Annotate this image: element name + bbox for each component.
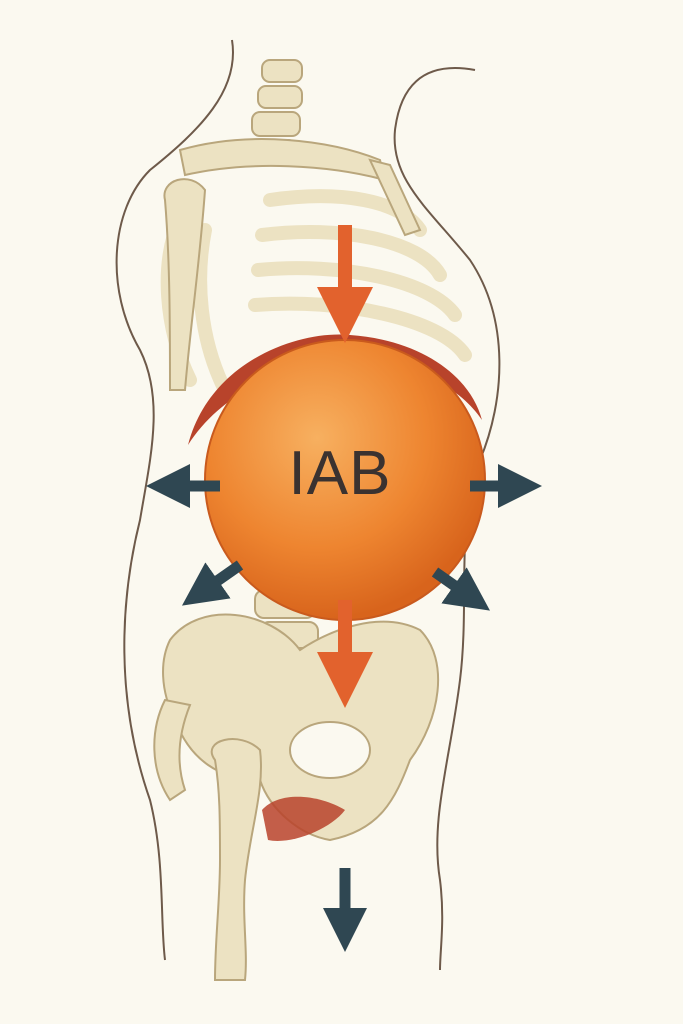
arrow-down-right-icon	[431, 567, 491, 611]
arrow-down-left-icon	[181, 560, 244, 606]
humerus	[163, 178, 207, 391]
sacrum	[153, 698, 192, 802]
iab-label: IAB	[288, 439, 392, 508]
clavicle	[178, 138, 387, 182]
sternum	[368, 158, 422, 237]
obturator-foramen	[289, 721, 371, 779]
femur	[211, 738, 262, 981]
torso-outline	[115, 39, 234, 961]
pelvic-floor	[262, 796, 345, 841]
